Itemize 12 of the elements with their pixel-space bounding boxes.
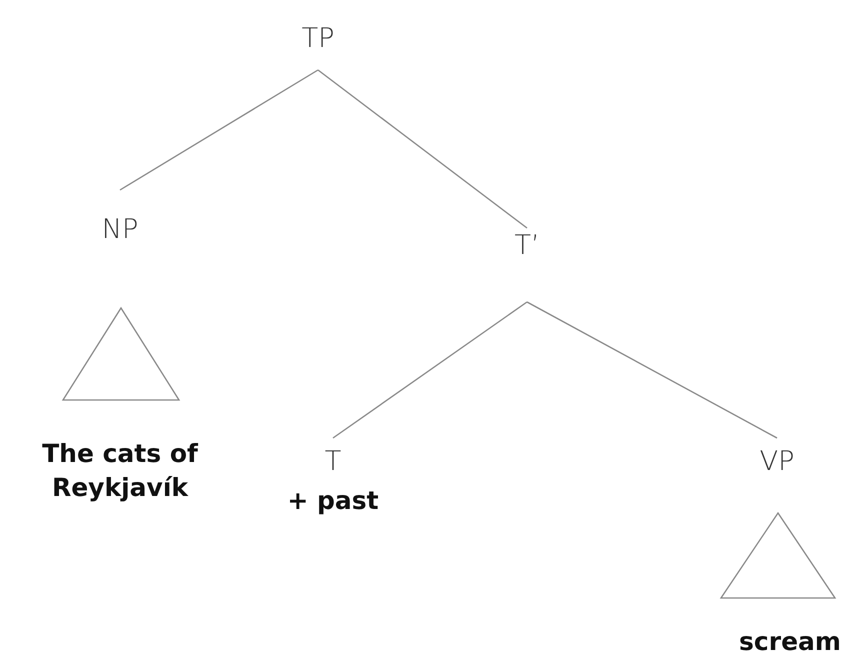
category-label: TP — [302, 22, 334, 56]
branch-line — [120, 69, 318, 191]
branch-line — [318, 69, 528, 229]
feature-label: + past — [287, 486, 379, 515]
category-label: VP — [760, 444, 794, 479]
branch-line — [526, 301, 778, 439]
phrase-text: The cats of Reykjavík — [41, 438, 200, 504]
phrase-text: scream — [739, 626, 841, 658]
branch-line — [332, 301, 528, 439]
category-label: NP — [102, 212, 138, 247]
category-label: T’ — [514, 229, 540, 263]
category-label: T — [324, 444, 342, 479]
